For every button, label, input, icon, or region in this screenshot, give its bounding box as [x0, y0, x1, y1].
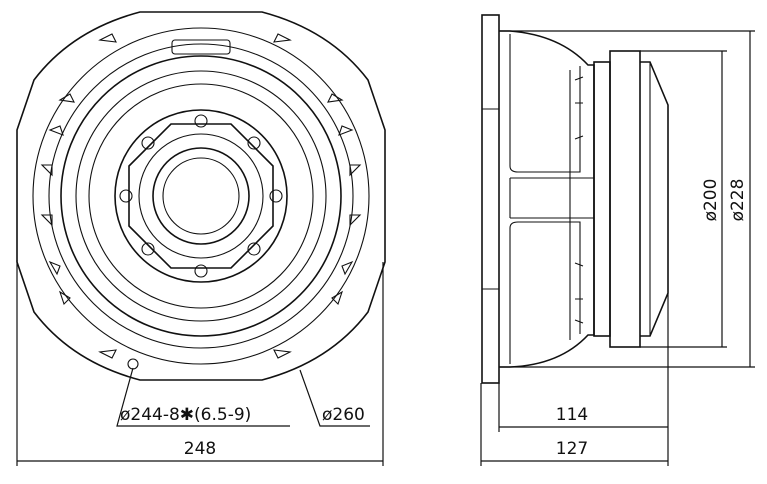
top-plate [593, 61, 611, 337]
outer-diameter-label: ø260 [322, 405, 365, 425]
depth-label: 114 [556, 405, 588, 425]
magnet-plate [128, 123, 274, 269]
outer-diameter-leader [299, 369, 370, 427]
mounting-holes [119, 114, 283, 370]
frame-inner-ring [32, 27, 370, 365]
terminal-block [171, 39, 231, 55]
side-view: ø200 ø228 114 127 [480, 14, 755, 466]
cone-ring [88, 83, 314, 309]
magnet [609, 50, 641, 348]
back-plate [640, 61, 669, 337]
overall-depth-label: 127 [556, 439, 588, 459]
vent-hole [162, 157, 240, 235]
bolt-circle-leader [116, 367, 290, 427]
front-view: ø244-8✱(6.5-9) ø260 248 [16, 11, 386, 466]
gasket-ring [48, 43, 354, 349]
overall-width-label: 248 [184, 439, 216, 459]
frame-vents [40, 33, 362, 359]
mounting-flange [481, 14, 500, 384]
frame-diameter-label: ø228 [728, 179, 748, 222]
spider-ring [114, 109, 288, 283]
frame-outline [16, 11, 386, 381]
bolt-circle-label: ø244-8✱(6.5-9) [120, 405, 251, 425]
surround-inner [75, 70, 327, 322]
surround-outer [60, 55, 342, 337]
magnet-diameter-label: ø200 [701, 179, 721, 222]
dust-cap [152, 147, 250, 245]
pole-ring [138, 133, 264, 259]
